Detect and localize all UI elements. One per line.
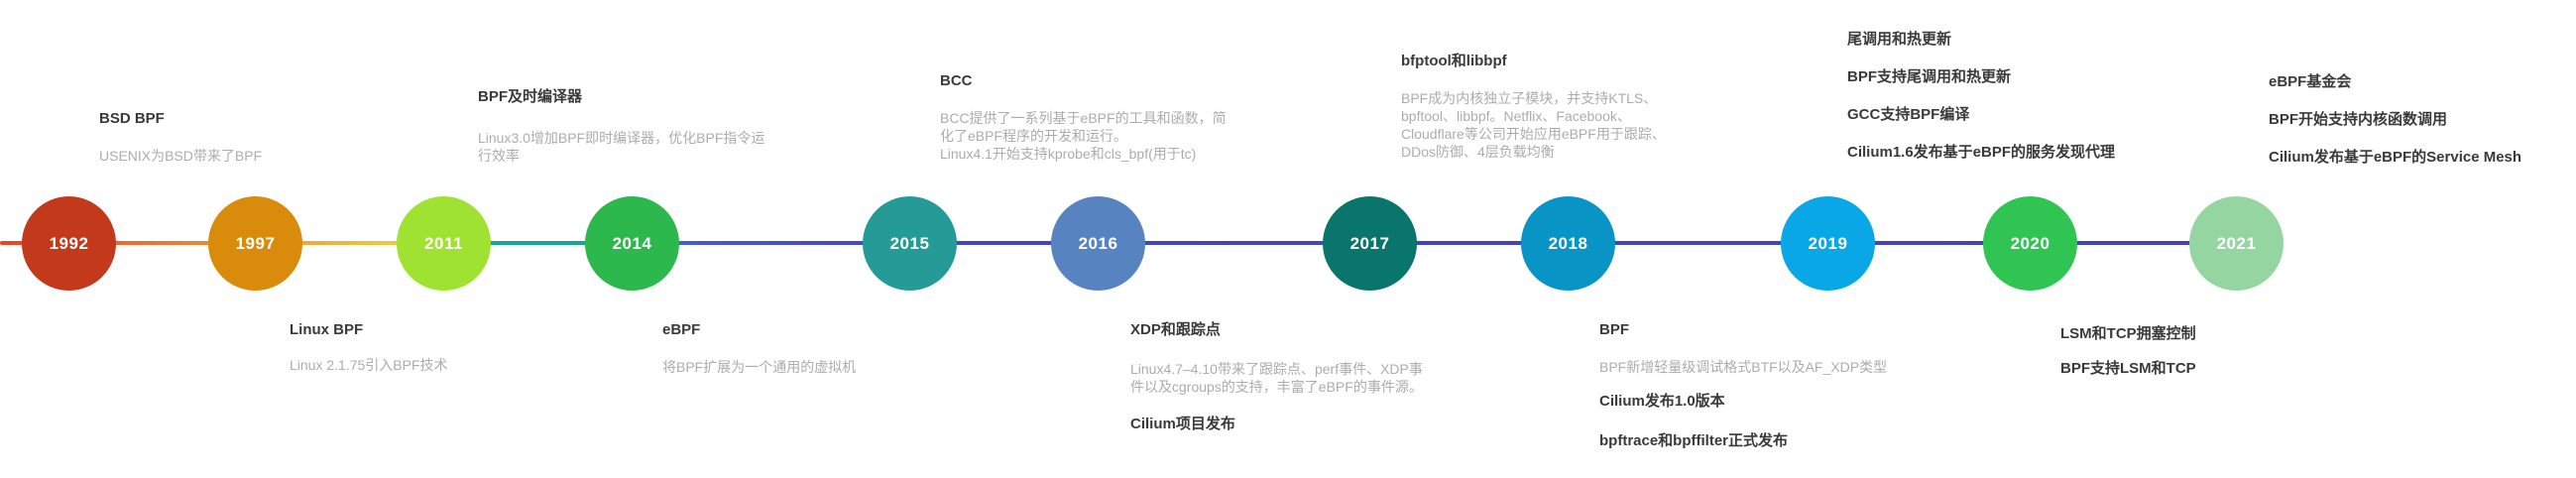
timeline-node-2014: 2014 — [585, 196, 679, 291]
timeline-node-2021: 2021 — [2189, 196, 2283, 291]
annotation-tail-call-hot-update: 尾调用和热更新 BPF支持尾调用和热更新 GCC支持BPF编译 Cilium1.… — [1847, 31, 2115, 162]
annotation-bcc: BCC BCC提供了一系列基于eBPF的工具和函数，简 化了eBPF程序的开发和… — [940, 72, 1227, 163]
annotation-desc: USENIX为BSD带来了BPF — [99, 148, 263, 164]
annotation-title: Cilium1.6发布基于eBPF的服务发现代理 — [1847, 144, 2116, 161]
annotation-desc: BCC提供了一系列基于eBPF的工具和函数，简 — [940, 110, 1227, 126]
annotation-lsm-tcp: LSM和TCP拥塞控制 BPF支持LSM和TCP — [2060, 325, 2196, 378]
annotation-desc: BPF成为内核独立子模块，并支持KTLS、 — [1401, 90, 1658, 106]
annotation-desc: 行效率 — [478, 148, 520, 164]
annotation-bfptool-libbpf: bfptool和libbpf BPF成为内核独立子模块，并支持KTLS、 bpf… — [1401, 53, 1666, 161]
annotation-desc: Linux4.1开始支持kprobe和cls_bpf(用于tc) — [940, 146, 1197, 162]
annotation-title: Cilium发布基于eBPF的Service Mesh — [2269, 149, 2522, 166]
annotation-desc: BPF新增轻量级调试格式BTF以及AF_XDP类型 — [1599, 359, 1888, 375]
annotation-title: GCC支持BPF编译 — [1847, 106, 1970, 123]
annotation-bpf-jit: BPF及时编译器 Linux3.0增加BPF即时编译器，优化BPF指令运 行效率 — [478, 88, 764, 165]
annotation-title: BPF及时编译器 — [478, 88, 583, 105]
year-label: 1997 — [235, 233, 276, 253]
annotation-title: Cilium项目发布 — [1130, 416, 1235, 432]
annotation-title: BPF支持LSM和TCP — [2060, 360, 2196, 377]
year-label: 2011 — [424, 233, 463, 253]
annotation-title: BSD BPF — [99, 110, 165, 127]
annotation-title: BPF支持尾调用和热更新 — [1847, 68, 2012, 85]
timeline-node-1997: 1997 — [208, 196, 302, 291]
timeline-node-1992: 1992 — [22, 196, 116, 291]
year-label: 1992 — [49, 233, 89, 253]
annotation-desc: 将BPF扩展为一个通用的虚拟机 — [662, 359, 857, 375]
annotation-linux-bpf: Linux BPF Linux 2.1.75引入BPF技术 — [290, 321, 448, 374]
timeline-node-2017: 2017 — [1323, 196, 1417, 291]
annotation-desc: 件以及cgroups的支持，丰富了eBPF的事件源。 — [1130, 379, 1423, 395]
annotation-desc: Cloudflare等公司开始应用eBPF用于跟踪、 — [1401, 126, 1666, 142]
annotation-xdp-tracepoints: XDP和跟踪点 Linux4.7–4.10带来了跟踪点、perf事件、XDP事 … — [1130, 321, 1423, 433]
annotation-title: XDP和跟踪点 — [1130, 321, 1221, 338]
year-label: 2018 — [1548, 233, 1588, 253]
year-label: 2019 — [1808, 233, 1848, 253]
year-label: 2017 — [1349, 233, 1390, 253]
annotation-title: BCC — [940, 72, 973, 89]
year-label: 2014 — [612, 233, 652, 253]
annotation-title: Linux BPF — [290, 321, 364, 338]
annotation-desc: Linux3.0增加BPF即时编译器，优化BPF指令运 — [478, 130, 765, 146]
annotation-ebpf-foundation: eBPF基金会 BPF开始支持内核函数调用 Cilium发布基于eBPF的Ser… — [2269, 73, 2521, 167]
timeline-node-2015: 2015 — [863, 196, 957, 291]
year-label: 2021 — [2216, 233, 2257, 253]
timeline-node-2020: 2020 — [1983, 196, 2077, 291]
annotation-desc: DDos防御、4层负载均衡 — [1401, 144, 1555, 160]
year-label: 2016 — [1078, 233, 1118, 253]
annotation-title: BPF — [1599, 321, 1629, 338]
annotation-ebpf: eBPF 将BPF扩展为一个通用的虚拟机 — [662, 321, 856, 376]
annotation-title: LSM和TCP拥塞控制 — [2060, 325, 2196, 342]
annotation-title: bpftrace和bpffilter正式发布 — [1599, 432, 1789, 449]
annotation-title: bfptool和libbpf — [1401, 53, 1507, 69]
annotation-bpf-2018: BPF BPF新增轻量级调试格式BTF以及AF_XDP类型 Cilium发布1.… — [1599, 321, 1887, 450]
year-label: 2015 — [889, 233, 930, 253]
timeline-node-2016: 2016 — [1051, 196, 1145, 291]
annotation-title: eBPF — [662, 321, 701, 338]
timeline-node-2011: 2011 — [397, 196, 491, 291]
year-label: 2020 — [2010, 233, 2050, 253]
annotation-title: 尾调用和热更新 — [1847, 31, 1952, 48]
annotation-title: eBPF基金会 — [2269, 73, 2352, 90]
timeline-node-2018: 2018 — [1521, 196, 1615, 291]
timeline-node-2019: 2019 — [1781, 196, 1875, 291]
annotation-title: BPF开始支持内核函数调用 — [2269, 111, 2448, 128]
annotation-desc: Linux 2.1.75引入BPF技术 — [290, 357, 448, 373]
annotation-desc: bpftool、libbpf。Netflix、Facebook、 — [1401, 108, 1631, 124]
annotation-desc: Linux4.7–4.10带来了跟踪点、perf事件、XDP事 — [1130, 361, 1423, 377]
annotation-title: Cilium发布1.0版本 — [1599, 393, 1725, 410]
annotation-bsd-bpf: BSD BPF USENIX为BSD带来了BPF — [99, 110, 262, 165]
annotation-desc: 化了eBPF程序的开发和运行。 — [940, 128, 1128, 144]
